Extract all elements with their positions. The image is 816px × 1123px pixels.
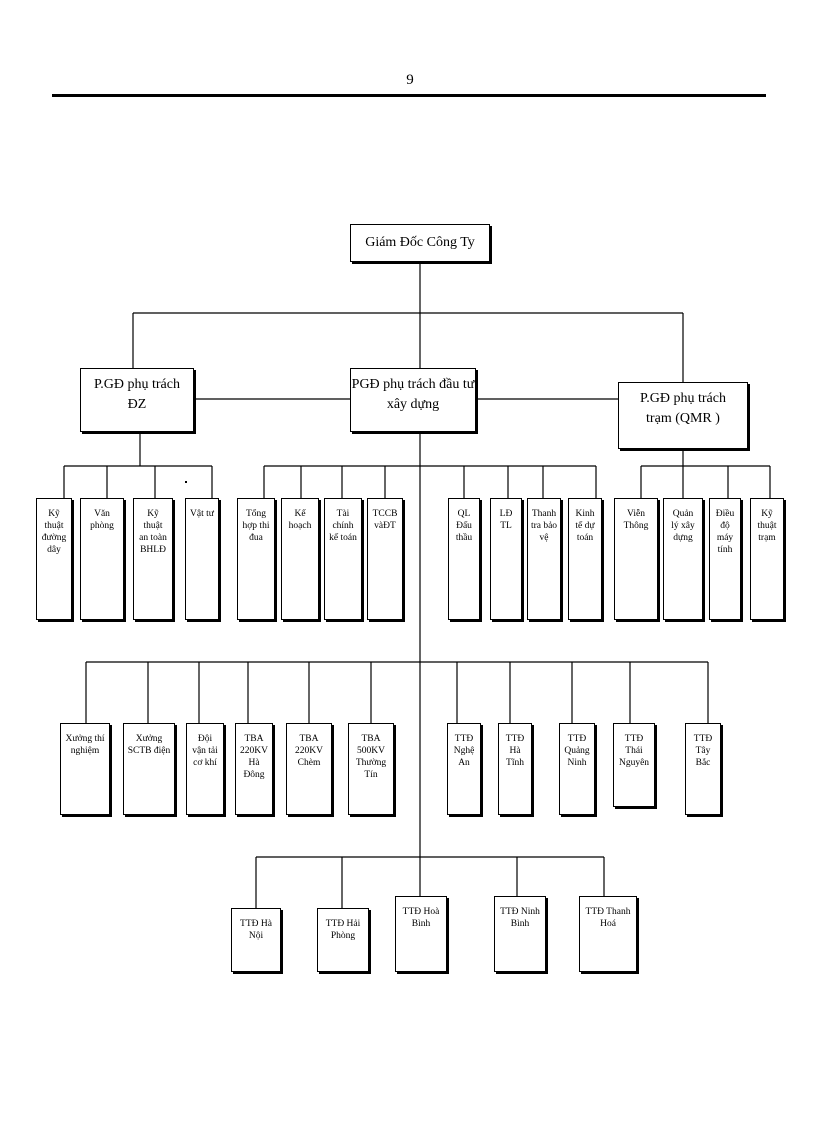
deputy-box-center: PGĐ phụ trách đầu tư xây dựng xyxy=(350,368,476,432)
level4-unit-label: TTĐ Ninh Bình xyxy=(500,907,540,929)
left-unit-label: Vật tư xyxy=(190,509,214,519)
header-rule xyxy=(52,94,766,97)
level3-unit-label: TBA 220KV Hà Đông xyxy=(240,734,268,780)
level3-unit-box: Đội vận tải cơ khí xyxy=(186,723,224,815)
center-unit-label: Thanh tra bảo vệ xyxy=(530,509,558,543)
right-unit-label: Kỹ thuật trạm xyxy=(757,509,777,543)
center-unit-box: LĐ TL xyxy=(490,498,522,620)
level3-unit-box: TTĐ Nghệ An xyxy=(447,723,481,815)
right-unit-box: Viễn Thông xyxy=(614,498,658,620)
level4-unit-box: TTĐ Hải Phòng xyxy=(317,908,369,972)
deputy-box-left: P.GĐ phụ trách ĐZ xyxy=(80,368,194,432)
center-unit-box: Tổng hợp thi đua xyxy=(237,498,275,620)
level3-unit-box: TTĐ Tây Bắc xyxy=(685,723,721,815)
left-unit-box: Kỹ thuật an toàn BHLĐ xyxy=(133,498,173,620)
level4-unit-label: TTĐ Hải Phòng xyxy=(325,919,361,941)
right-unit-box: Điều độ máy tính xyxy=(709,498,741,620)
right-unit-box: Kỹ thuật trạm xyxy=(750,498,784,620)
deputy-label-right: P.GĐ phụ trách trạm (QMR ) xyxy=(640,391,726,426)
center-unit-box: Tài chính kế toán xyxy=(324,498,362,620)
level3-unit-label: Xưởng thí nghiệm xyxy=(65,734,105,756)
deputy-label-center: PGĐ phụ trách đầu tư xây dựng xyxy=(351,377,475,412)
level4-unit-box: TTĐ Hà Nội xyxy=(231,908,281,972)
level3-unit-label: TTĐ Nghệ An xyxy=(453,734,475,768)
org-root-label: Giám Đốc Công Ty xyxy=(365,235,475,250)
deputy-label-left: P.GĐ phụ trách ĐZ xyxy=(94,377,180,412)
left-unit-label: Kỹ thuật đường dây xyxy=(41,509,67,555)
level3-unit-box: Xưởng thí nghiệm xyxy=(60,723,110,815)
level3-unit-label: Đội vận tải cơ khí xyxy=(192,734,218,768)
level4-unit-label: TTĐ Thanh Hoá xyxy=(585,907,631,929)
left-unit-box: Vật tư xyxy=(185,498,219,620)
center-unit-label: Tài chính kế toán xyxy=(329,509,357,543)
right-unit-label: Quản lý xây dựng xyxy=(671,509,695,543)
level3-unit-box: TBA 220KV Hà Đông xyxy=(235,723,273,815)
center-unit-label: Kế hoạch xyxy=(288,509,312,531)
level3-unit-label: Xưởng SCTB điện xyxy=(127,734,171,756)
level3-unit-box: Xưởng SCTB điện xyxy=(123,723,175,815)
left-unit-box: Văn phòng xyxy=(80,498,124,620)
center-unit-box: Thanh tra bảo vệ xyxy=(527,498,561,620)
stray-mark xyxy=(185,481,187,483)
level3-unit-box: TBA 220KV Chèm xyxy=(286,723,332,815)
deputy-box-right: P.GĐ phụ trách trạm (QMR ) xyxy=(618,382,748,449)
center-unit-box: Kinh tế dự toán xyxy=(568,498,602,620)
level3-unit-box: TTĐ Thái Nguyên xyxy=(613,723,655,807)
page-number: 9 xyxy=(406,72,414,88)
left-unit-box: Kỹ thuật đường dây xyxy=(36,498,72,620)
left-unit-label: Văn phòng xyxy=(90,509,114,531)
level3-unit-label: TTĐ Thái Nguyên xyxy=(618,734,650,768)
level3-unit-label: TTĐ Quảng Ninh xyxy=(564,734,590,768)
center-unit-box: TCCB vàĐT xyxy=(367,498,403,620)
center-unit-label: LĐ TL xyxy=(499,509,513,531)
level3-unit-box: TBA 500KV Thường Tín xyxy=(348,723,394,815)
right-unit-label: Điều độ máy tính xyxy=(715,509,735,555)
center-unit-label: Kinh tế dự toán xyxy=(575,509,595,543)
center-unit-label: Tổng hợp thi đua xyxy=(242,509,270,543)
level4-unit-box: TTĐ Hoà Bình xyxy=(395,896,447,972)
level4-unit-box: TTĐ Ninh Bình xyxy=(494,896,546,972)
level3-unit-label: TBA 500KV Thường Tín xyxy=(355,734,387,780)
center-unit-box: QL Đấu thầu xyxy=(448,498,480,620)
center-unit-box: Kế hoạch xyxy=(281,498,319,620)
center-unit-label: QL Đấu thầu xyxy=(455,509,473,543)
level3-unit-box: TTĐ Quảng Ninh xyxy=(559,723,595,815)
level4-unit-box: TTĐ Thanh Hoá xyxy=(579,896,637,972)
right-unit-label: Viễn Thông xyxy=(623,509,649,531)
left-unit-label: Kỹ thuật an toàn BHLĐ xyxy=(139,509,167,555)
center-unit-label: TCCB vàĐT xyxy=(372,509,398,531)
level3-unit-label: TTĐ Tây Bắc xyxy=(693,734,713,768)
org-root-box: Giám Đốc Công Ty xyxy=(350,224,490,262)
level3-unit-label: TBA 220KV Chèm xyxy=(295,734,323,768)
level4-unit-label: TTĐ Hà Nội xyxy=(240,919,272,941)
level3-unit-label: TTĐ Hà Tĩnh xyxy=(505,734,525,768)
level3-unit-box: TTĐ Hà Tĩnh xyxy=(498,723,532,815)
level4-unit-label: TTĐ Hoà Bình xyxy=(402,907,440,929)
right-unit-box: Quản lý xây dựng xyxy=(663,498,703,620)
